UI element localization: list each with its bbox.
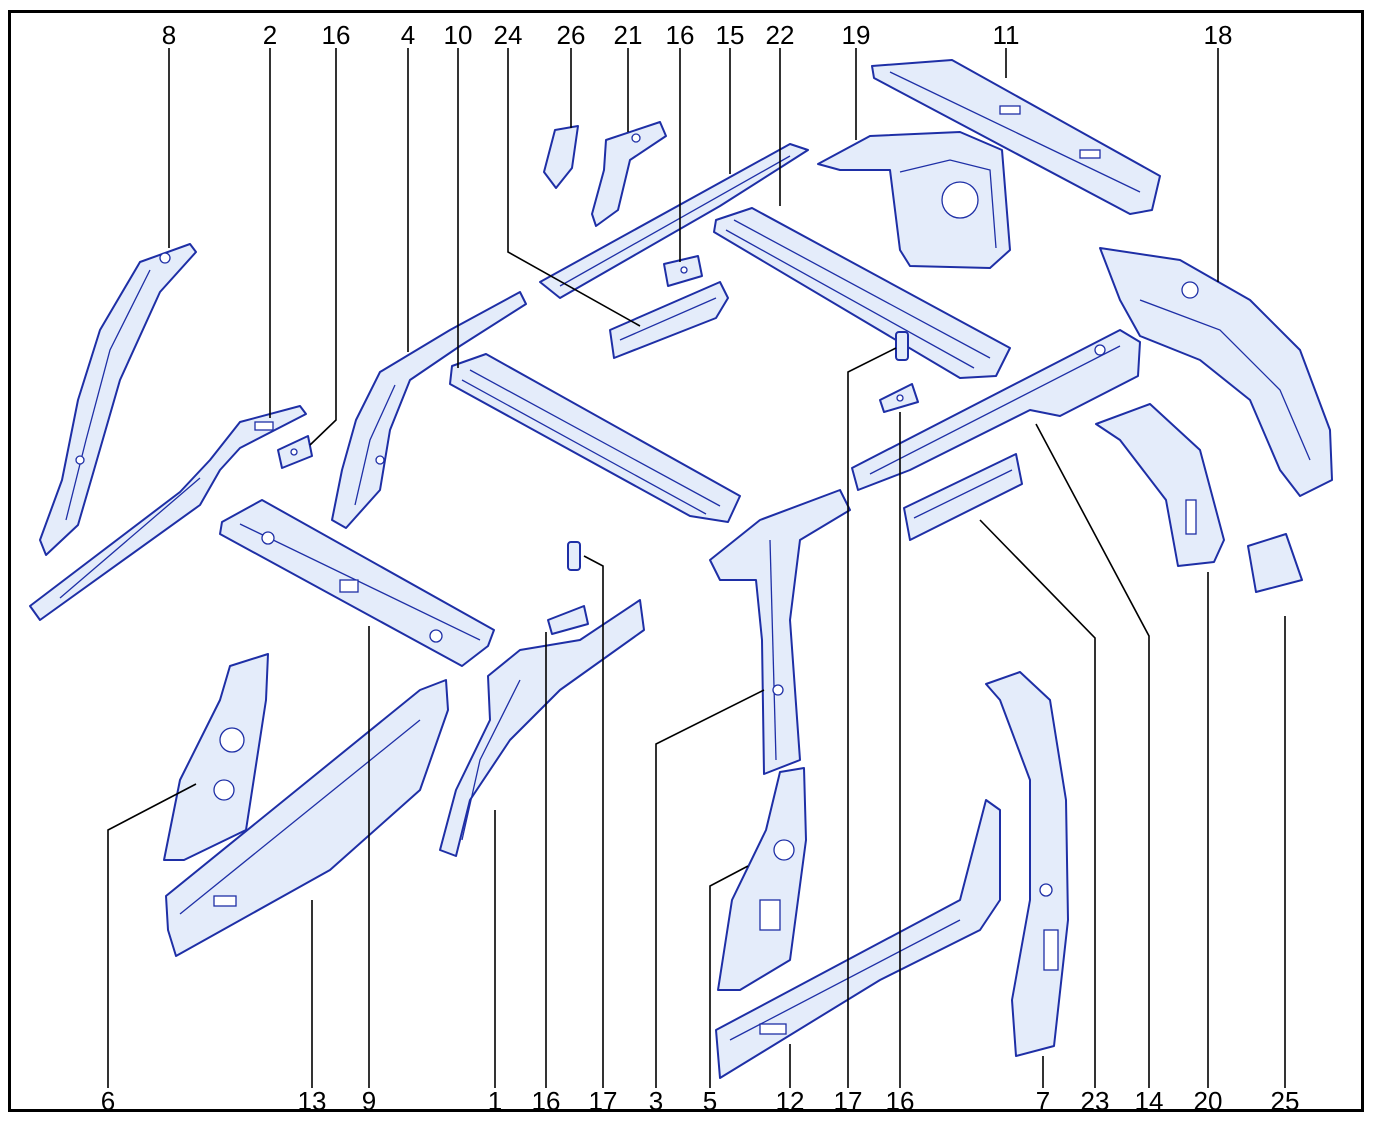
callout-bottom-3: 3 [649, 1086, 663, 1116]
callout-top-24: 24 [494, 20, 523, 50]
callout-top-2: 2 [263, 20, 277, 50]
callout-bottom-16b: 16 [886, 1086, 915, 1116]
callout-top-16b: 16 [666, 20, 695, 50]
callout-top-26: 26 [557, 20, 586, 50]
part-17-fastener-left [567, 541, 581, 571]
callout-bottom-6: 6 [101, 1086, 115, 1116]
callout-bottom-12: 12 [776, 1086, 805, 1116]
callout-bottom-14: 14 [1135, 1086, 1164, 1116]
callout-top-4: 4 [401, 20, 415, 50]
part-16-bracket-right [879, 383, 919, 413]
callout-top-15: 15 [716, 20, 745, 50]
part-19-panel [817, 131, 1011, 269]
part-14-side-rail-rear [851, 329, 1141, 491]
part-15-roof-rail [539, 143, 809, 299]
part-23-reinforcement [903, 453, 1023, 541]
part-20-wheelhouse-outer [1095, 403, 1225, 567]
callout-top-18: 18 [1204, 20, 1233, 50]
part-17-fastener-right [895, 331, 909, 361]
part-16-bracket-left [277, 435, 313, 469]
part-6-pillar-lower [163, 653, 269, 861]
part-22-roof-bow [713, 207, 1011, 379]
callout-bottom-17b: 17 [834, 1086, 863, 1116]
part-10-roof-bow-rear [449, 353, 741, 523]
callout-top-22: 22 [766, 20, 795, 50]
part-2-roof-rail-front [29, 405, 307, 621]
part-24-bracket [609, 281, 729, 359]
part-12-sill-rear [715, 799, 1001, 1079]
part-18-rear-quarter [1099, 247, 1333, 497]
callout-numbers: 8 2 16 4 10 24 26 21 16 15 22 19 11 18 6… [101, 20, 1300, 1116]
callout-bottom-23: 23 [1081, 1086, 1110, 1116]
callout-top-19: 19 [842, 20, 871, 50]
part-4-b-pillar-upper [331, 291, 527, 529]
callout-top-10: 10 [444, 20, 473, 50]
callout-bottom-5: 5 [703, 1086, 717, 1116]
part-26-gusset [543, 125, 579, 189]
part-3-b-pillar [709, 489, 851, 775]
callout-bottom-17a: 17 [589, 1086, 618, 1116]
part-11-rear-header [871, 59, 1161, 215]
callout-top-16a: 16 [322, 20, 351, 50]
part-5-pillar-lower [717, 767, 807, 991]
callout-bottom-16a: 16 [532, 1086, 561, 1116]
part-9-front-header [219, 499, 495, 667]
callout-bottom-9: 9 [362, 1086, 376, 1116]
callout-bottom-7: 7 [1036, 1086, 1050, 1116]
leader-lines [107, 48, 1286, 1088]
callout-bottom-20: 20 [1194, 1086, 1223, 1116]
callout-top-21: 21 [614, 20, 643, 50]
callout-bottom-25: 25 [1271, 1086, 1300, 1116]
part-25-bracket [1247, 533, 1303, 593]
part-21-bracket [591, 121, 667, 227]
diagram-frame [8, 10, 1364, 1112]
callout-bottom-1: 1 [488, 1086, 502, 1116]
callout-top-8: 8 [162, 20, 176, 50]
callout-top-11: 11 [993, 20, 1020, 50]
part-16-bracket-middle [663, 255, 703, 287]
body-parts [29, 59, 1333, 1079]
callout-bottom-13: 13 [298, 1086, 327, 1116]
part-16-bracket-lower-left [547, 605, 589, 635]
part-8-a-pillar-upper [39, 243, 197, 556]
part-13-sill-front [165, 679, 449, 957]
part-7-c-pillar [985, 671, 1069, 1057]
part-1-pillar-arc [439, 599, 645, 857]
